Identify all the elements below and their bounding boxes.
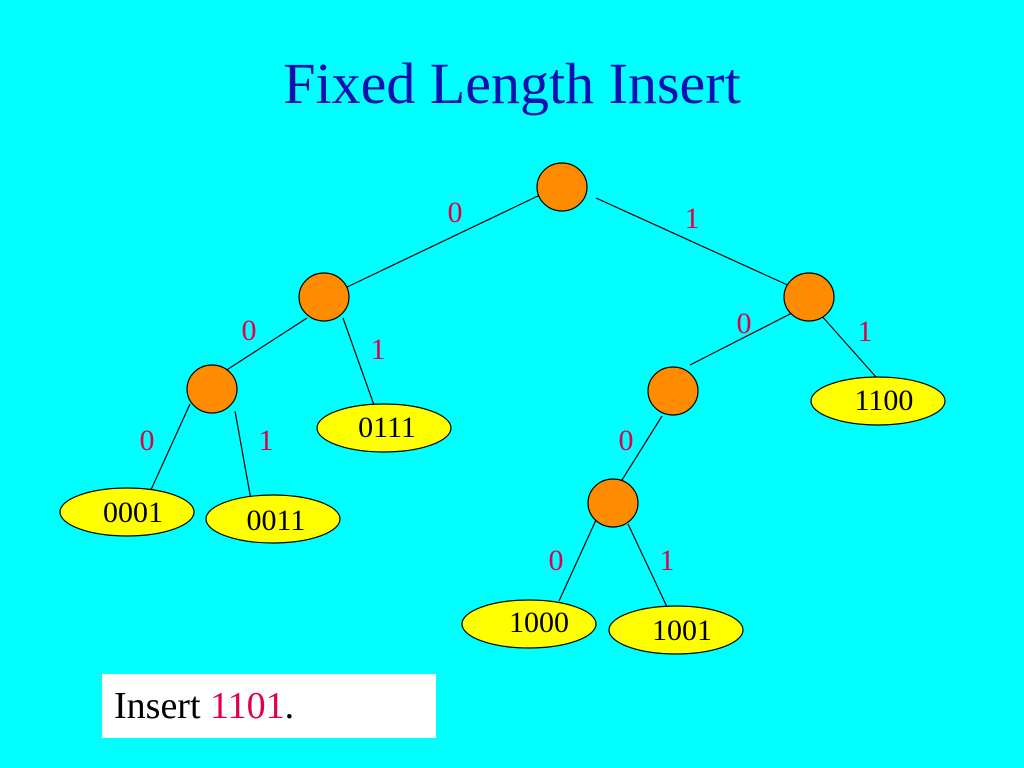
edge-label: 1 [685,202,700,235]
node-100 [587,478,639,528]
node-00 [186,364,238,414]
leaf-0011 [205,494,341,544]
node-1 [783,272,835,322]
edge-ll-to-0011 [234,410,252,501]
leaf-1100 [810,376,946,426]
leaf-label: 1001 [652,614,712,647]
edge-r-to-1100 [819,313,877,378]
edge-label: 0 [737,307,752,340]
root-node [536,162,588,212]
leaf-0111 [316,403,452,453]
edge-label: 0 [140,424,155,457]
edge-label: 0 [242,314,257,347]
leaf-1000 [461,599,597,649]
edge-label: 1 [660,544,675,577]
edge-label: 0 [619,424,634,457]
edge-rl-to-rll [621,415,663,481]
slide-title: Fixed Length Insert [283,51,741,116]
leaf-label: 1100 [855,384,914,417]
edge-label: 0 [448,196,463,229]
node-0 [298,272,350,322]
edge-label: 1 [858,315,873,348]
leaf-label: 0011 [247,504,306,537]
leaf-0001 [59,487,195,537]
insert-prefix: Insert [114,685,211,727]
edge-l-to-0111 [342,317,375,406]
node-10 [647,366,699,416]
edge-label: 0 [549,544,564,577]
leaf-label: 0111 [358,411,416,444]
insert-instruction-box: Insert 1101. [102,674,436,738]
edge-label: 1 [371,333,386,366]
edge-rll-to-1000 [558,519,597,602]
edge-label: 1 [259,424,274,457]
leaf-label: 1000 [509,606,569,639]
insert-suffix: . [284,685,295,727]
leaf-label: 0001 [103,496,163,529]
edge-r-to-rl [689,312,793,366]
edge-rll-to-1001 [627,523,669,610]
edge-root-to-right [595,197,793,288]
insert-key: 1101 [210,685,285,727]
edge-root-to-left [344,194,541,289]
leaf-1001 [608,605,744,655]
edge-l-to-ll [221,317,308,374]
edge-ll-to-0001 [149,403,191,493]
